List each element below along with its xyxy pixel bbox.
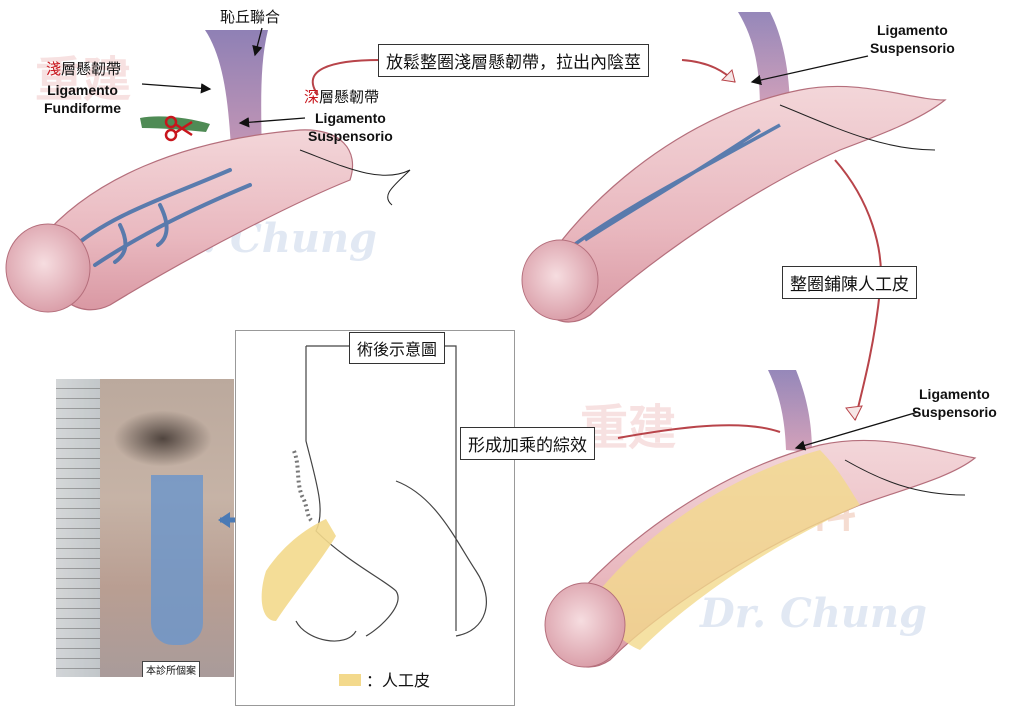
label-lig-suspensorio-bottom-right: Ligamento Suspensorio (912, 386, 997, 420)
label-superficial-rest: 層懸韌帶 (61, 60, 122, 78)
arrow-lig-top-right (750, 55, 869, 86)
penis-illustration-bottom-right (544, 370, 977, 668)
arrow-lig-bottom-right (794, 411, 919, 451)
glans-left (5, 223, 91, 313)
penis-illustration-top-right (521, 12, 947, 323)
postop-drawing (261, 345, 487, 686)
callout-effect: 形成加乘的綜效 (460, 427, 595, 460)
measuring-ruler (56, 379, 100, 677)
label-lig-suspensorio-top-right: Ligamento Suspensorio (870, 22, 955, 56)
pubic-hair (292, 450, 314, 523)
label-pubic-symphysis: 恥丘聯合 (220, 8, 281, 26)
arrow-pubic (252, 27, 263, 57)
label-lig-fundiforme: Ligamento Fundiforme (44, 82, 121, 116)
label-deep-rest: 層懸韌帶 (319, 88, 380, 106)
vein-left (68, 168, 252, 267)
scissors-icon (164, 115, 193, 142)
graft-overlay (600, 450, 860, 650)
watermark-brand-cn-mid: 重建 (580, 400, 677, 456)
photo-caption: 本診所個案 (142, 661, 200, 677)
postop-title: 術後示意圖 (349, 332, 446, 364)
arrow-deep (238, 117, 306, 128)
label-superficial-prefix: 淺 (46, 60, 62, 78)
callout-graft: 整圈鋪陳人工皮 (782, 266, 917, 299)
connector-arrow-release (311, 59, 381, 96)
penis-illustration-top-left (5, 27, 411, 313)
label-deep-prefix: 深 (304, 88, 320, 106)
graft-shape (261, 519, 336, 621)
legend-swatch (339, 674, 361, 686)
legend-label: ：人工皮 (366, 671, 431, 690)
postop-schematic-panel: 術後示意圖 ：人工皮 (235, 330, 515, 706)
label-superficial-ligament: 淺層懸韌帶 (46, 60, 121, 79)
censor-block (151, 475, 203, 645)
shaft-left (39, 129, 354, 311)
label-lig-suspensorio-left: Ligamento Suspensorio (308, 110, 393, 144)
watermark-brand-en-bottom: Dr. Chung (700, 590, 927, 637)
callout-release: 放鬆整圈淺層懸韌帶，拉出內陰莖 (378, 44, 649, 77)
watermark-brand-cn-top: 重建 (35, 52, 132, 108)
arrow-superficial (141, 83, 212, 94)
clinical-photo: 本診所個案 (56, 379, 234, 677)
label-deep-ligament: 深層懸韌帶 (304, 88, 379, 107)
